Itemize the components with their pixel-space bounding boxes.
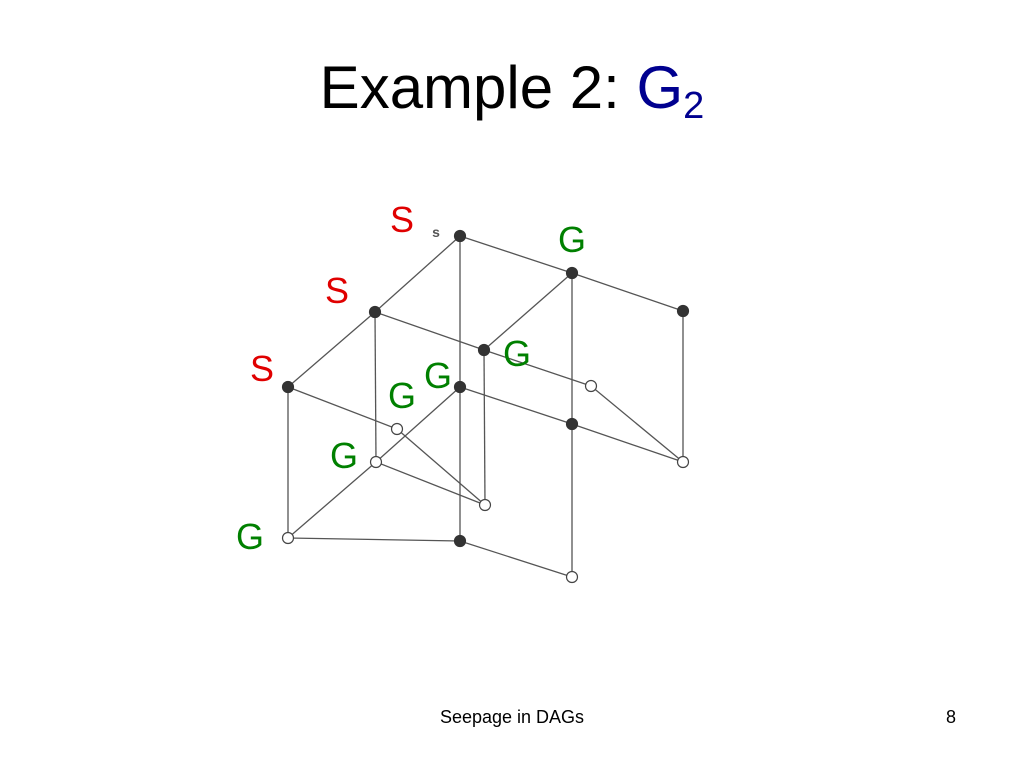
edge-n7-n13 bbox=[590, 385, 684, 463]
edge-n4-n6 bbox=[287, 311, 376, 388]
goal-label-5: G bbox=[424, 355, 452, 396]
page-number: 8 bbox=[946, 707, 957, 727]
node-layer bbox=[281, 229, 690, 584]
filled-node-n6 bbox=[281, 380, 295, 394]
hollow-node-n12 bbox=[478, 498, 492, 512]
edge-n8-n12 bbox=[396, 428, 486, 506]
title-subscript: 2 bbox=[683, 85, 705, 127]
filled-node-n5 bbox=[477, 343, 491, 357]
edge-n9-n10 bbox=[459, 386, 573, 425]
filled-node-n10 bbox=[565, 417, 579, 431]
title-symbol: G2 bbox=[636, 54, 705, 126]
edge-n1-n4 bbox=[374, 235, 461, 313]
edge-n14-n16 bbox=[459, 540, 573, 578]
edge-n10-n13 bbox=[571, 423, 684, 463]
edge-n4-n5 bbox=[374, 311, 485, 351]
edge-n11-n15 bbox=[287, 461, 377, 539]
filled-node-n14 bbox=[453, 534, 467, 548]
edge-n14-n15 bbox=[287, 537, 461, 542]
edge-n6-n8 bbox=[287, 386, 398, 430]
edge-n5-n12 bbox=[483, 349, 486, 506]
edge-n4-n11 bbox=[374, 311, 377, 463]
edge-n2-n3 bbox=[571, 272, 684, 312]
root-node-label: s bbox=[432, 224, 440, 240]
title-symbol-letter: G bbox=[636, 54, 684, 121]
filled-node-n9 bbox=[453, 380, 467, 394]
title-text: Example 2: bbox=[319, 54, 637, 121]
edge-n1-n2 bbox=[459, 235, 573, 274]
source-label-1: S bbox=[325, 270, 349, 311]
filled-node-n4 bbox=[368, 305, 382, 319]
edge-n5-n7 bbox=[483, 349, 592, 387]
goal-label-8: G bbox=[236, 516, 264, 557]
filled-node-n1 bbox=[453, 229, 467, 243]
edge-layer bbox=[287, 235, 684, 578]
goal-label-6: G bbox=[388, 375, 416, 416]
hollow-node-n11 bbox=[369, 455, 383, 469]
filled-node-n3 bbox=[676, 304, 690, 318]
hollow-node-n16 bbox=[565, 570, 579, 584]
hollow-node-n7 bbox=[584, 379, 598, 393]
goal-label-3: G bbox=[558, 219, 586, 260]
hollow-node-n8 bbox=[390, 422, 404, 436]
slide-footer: Seepage in DAGs bbox=[439, 707, 585, 727]
edge-n9-n11 bbox=[375, 386, 461, 463]
hollow-node-n15 bbox=[281, 531, 295, 545]
goal-label-7: G bbox=[330, 435, 358, 476]
edge-n11-n12 bbox=[375, 461, 486, 506]
source-label-0: S bbox=[390, 199, 414, 240]
source-label-2: S bbox=[250, 348, 274, 389]
filled-node-n2 bbox=[565, 266, 579, 280]
hollow-node-n13 bbox=[676, 455, 690, 469]
slide-title: Example 2: G2 bbox=[0, 58, 1024, 126]
edge-n2-n5 bbox=[483, 272, 573, 351]
goal-label-4: G bbox=[503, 333, 531, 374]
